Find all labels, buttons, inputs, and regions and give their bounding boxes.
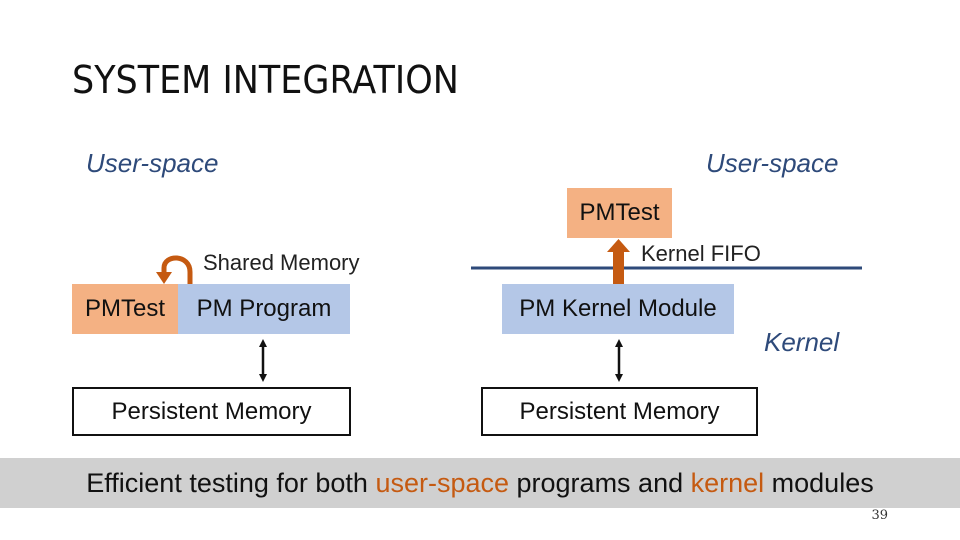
- banner-highlight-user-space: user-space: [375, 467, 510, 498]
- left-pmtest-box: PMTest: [72, 284, 178, 334]
- slide-title: SYSTEM INTEGRATION: [72, 58, 459, 102]
- shared-memory-label: Shared Memory: [203, 250, 360, 275]
- right-pmtest-box: PMTest: [567, 188, 672, 238]
- curved-arrow-icon: [156, 255, 193, 284]
- right-persistent-memory-box: Persistent Memory: [481, 387, 758, 436]
- banner-text-part1: Efficient testing for both: [86, 467, 376, 498]
- banner-highlight-kernel: kernel: [690, 467, 765, 498]
- kernel-fifo-label: Kernel FIFO: [641, 241, 761, 266]
- up-arrow-icon: [607, 239, 630, 284]
- left-persistent-memory-box: Persistent Memory: [72, 387, 351, 436]
- banner-text-part3: modules: [764, 467, 874, 498]
- pm-kernel-module-box: PM Kernel Module: [502, 284, 734, 334]
- kernel-label: Kernel: [764, 327, 840, 357]
- left-user-space-label: User-space: [86, 148, 219, 178]
- banner-text-part2: programs and: [509, 467, 691, 498]
- summary-banner: Efficient testing for both user-space pr…: [0, 458, 960, 508]
- pm-program-box: PM Program: [178, 284, 350, 334]
- right-user-space-label: User-space: [706, 148, 839, 178]
- page-number: 39: [871, 508, 888, 523]
